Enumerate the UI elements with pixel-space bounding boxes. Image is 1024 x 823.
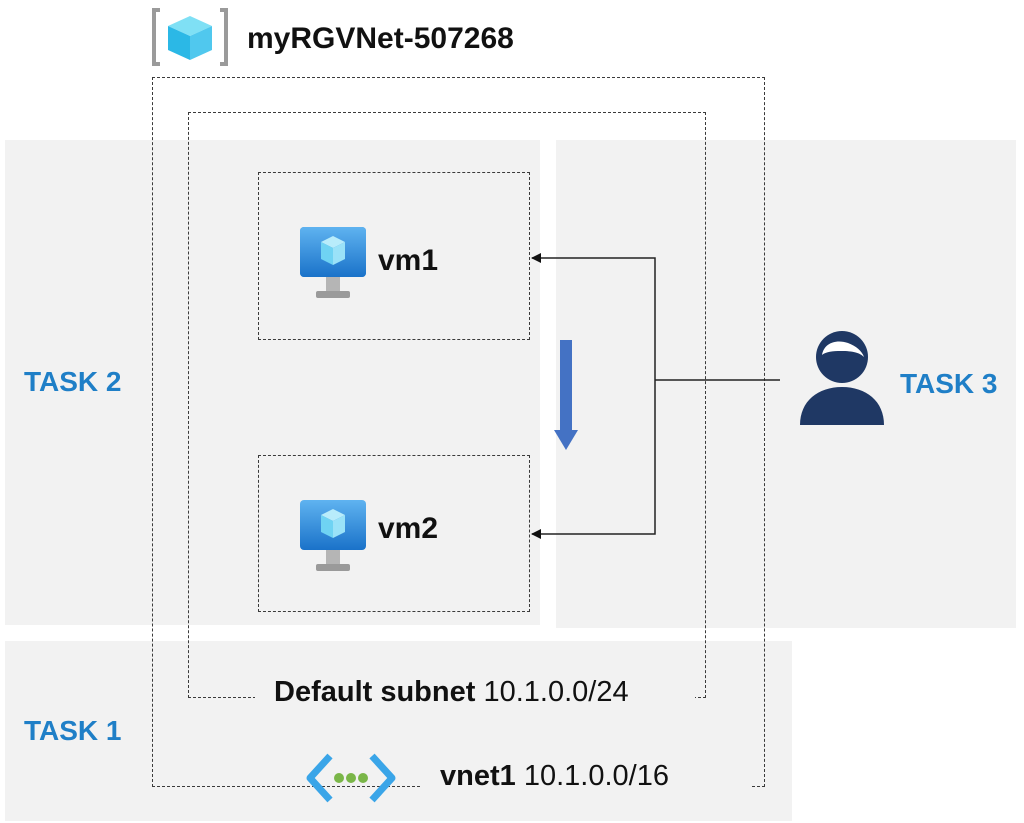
connector-to-vm2 — [531, 380, 656, 539]
vm1-label: vm1 — [378, 244, 439, 277]
task3-label: TASK 3 — [900, 368, 998, 399]
vnet-prefix: 10.1.0.0/16 — [523, 760, 669, 792]
virtual-network-icon — [306, 753, 396, 803]
task3-panel — [556, 140, 1016, 628]
vm2-label: vm2 — [378, 512, 439, 545]
resource-group-title: myRGVNet-507268 — [247, 22, 514, 55]
vm2-boundary — [258, 455, 530, 612]
task1-label: TASK 1 — [24, 715, 122, 746]
vm1-to-vm2-arrow — [554, 340, 578, 450]
resource-group-icon — [152, 8, 228, 66]
subnet-name: Default subnet — [274, 676, 476, 708]
user-icon — [800, 331, 884, 425]
virtual-machine-icon — [300, 500, 366, 571]
vnet-label-background — [420, 746, 752, 810]
vnet-name: vnet1 — [440, 760, 516, 792]
task2-panel — [5, 140, 540, 625]
subnet-label-background — [255, 663, 695, 727]
task2-label: TASK 2 — [24, 366, 122, 397]
vm1-boundary — [258, 172, 530, 340]
subnet-prefix: 10.1.0.0/24 — [483, 676, 629, 708]
connector-to-vm1 — [531, 253, 656, 380]
subnet-label: Default subnet 10.1.0.0/24 — [274, 676, 629, 709]
vnet-label: vnet1 10.1.0.0/16 — [440, 760, 669, 793]
virtual-machine-icon — [300, 227, 366, 298]
